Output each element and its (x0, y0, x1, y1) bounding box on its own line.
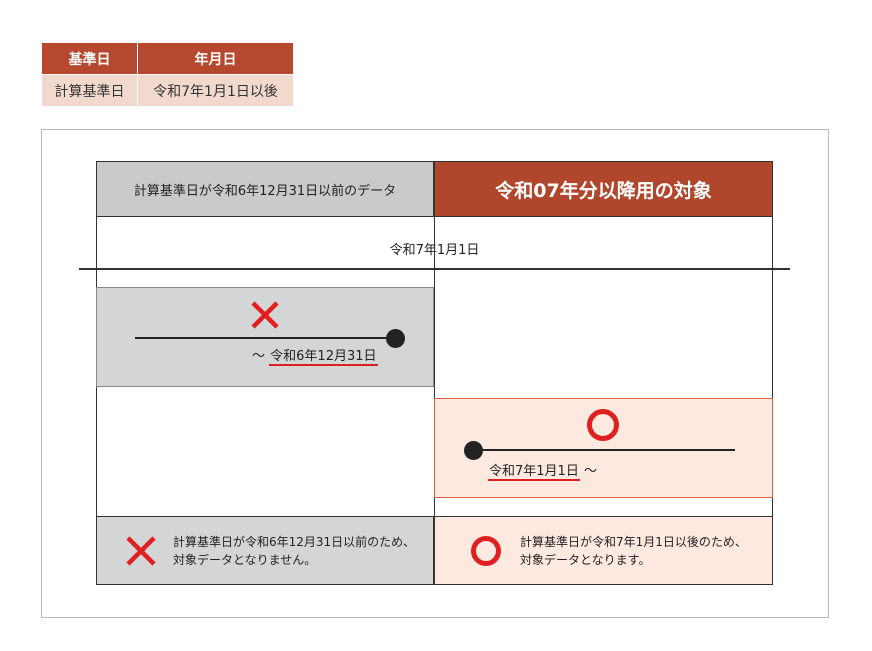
table-cell-date-value: 令和7年1月1日以後 (138, 75, 293, 106)
note-left: 計算基準日が令和6年12月31日以前のため、対象データとなりません。 (96, 516, 434, 585)
header-left: 計算基準日が令和6年12月31日以前のデータ (96, 161, 434, 217)
before-end-date: 令和6年12月31日 (269, 349, 378, 366)
tilde: ～ (252, 349, 266, 364)
note-right-line1: 計算基準日が令和7年1月1日以後のため、 (520, 535, 747, 549)
circle-icon (587, 409, 619, 441)
diagram-frame (41, 129, 829, 618)
note-left-line1: 計算基準日が令和6年12月31日以前のため、 (173, 535, 416, 549)
boundary-line (79, 268, 790, 270)
note-right-line2: 対象データとなります。 (520, 553, 651, 567)
before-range-label: ～ 令和6年12月31日 (252, 345, 378, 366)
table-header-date: 年月日 (138, 43, 293, 74)
note-right: 計算基準日が令和7年1月1日以後のため、対象データとなります。 (434, 516, 773, 585)
start-point-dot (464, 441, 483, 460)
table-cell-calc-base-date: 計算基準日 (42, 75, 138, 106)
end-point-dot (386, 329, 405, 348)
boundary-date: 令和7年1月1日 (96, 236, 773, 260)
after-start-date: 令和7年1月1日 (488, 464, 580, 481)
table-header-base-date: 基準日 (42, 43, 138, 74)
after-range-line (473, 449, 735, 451)
note-left-line2: 対象データとなりません。 (173, 553, 317, 567)
header-right: 令和07年分以降用の対象 (434, 161, 773, 217)
divider-line (433, 217, 435, 517)
cross-icon (126, 536, 156, 566)
cross-icon (251, 301, 279, 329)
after-range-label: 令和7年1月1日 ～ (488, 460, 597, 481)
circle-icon (471, 536, 501, 566)
tilde: ～ (583, 464, 597, 479)
before-range-line (135, 337, 395, 339)
